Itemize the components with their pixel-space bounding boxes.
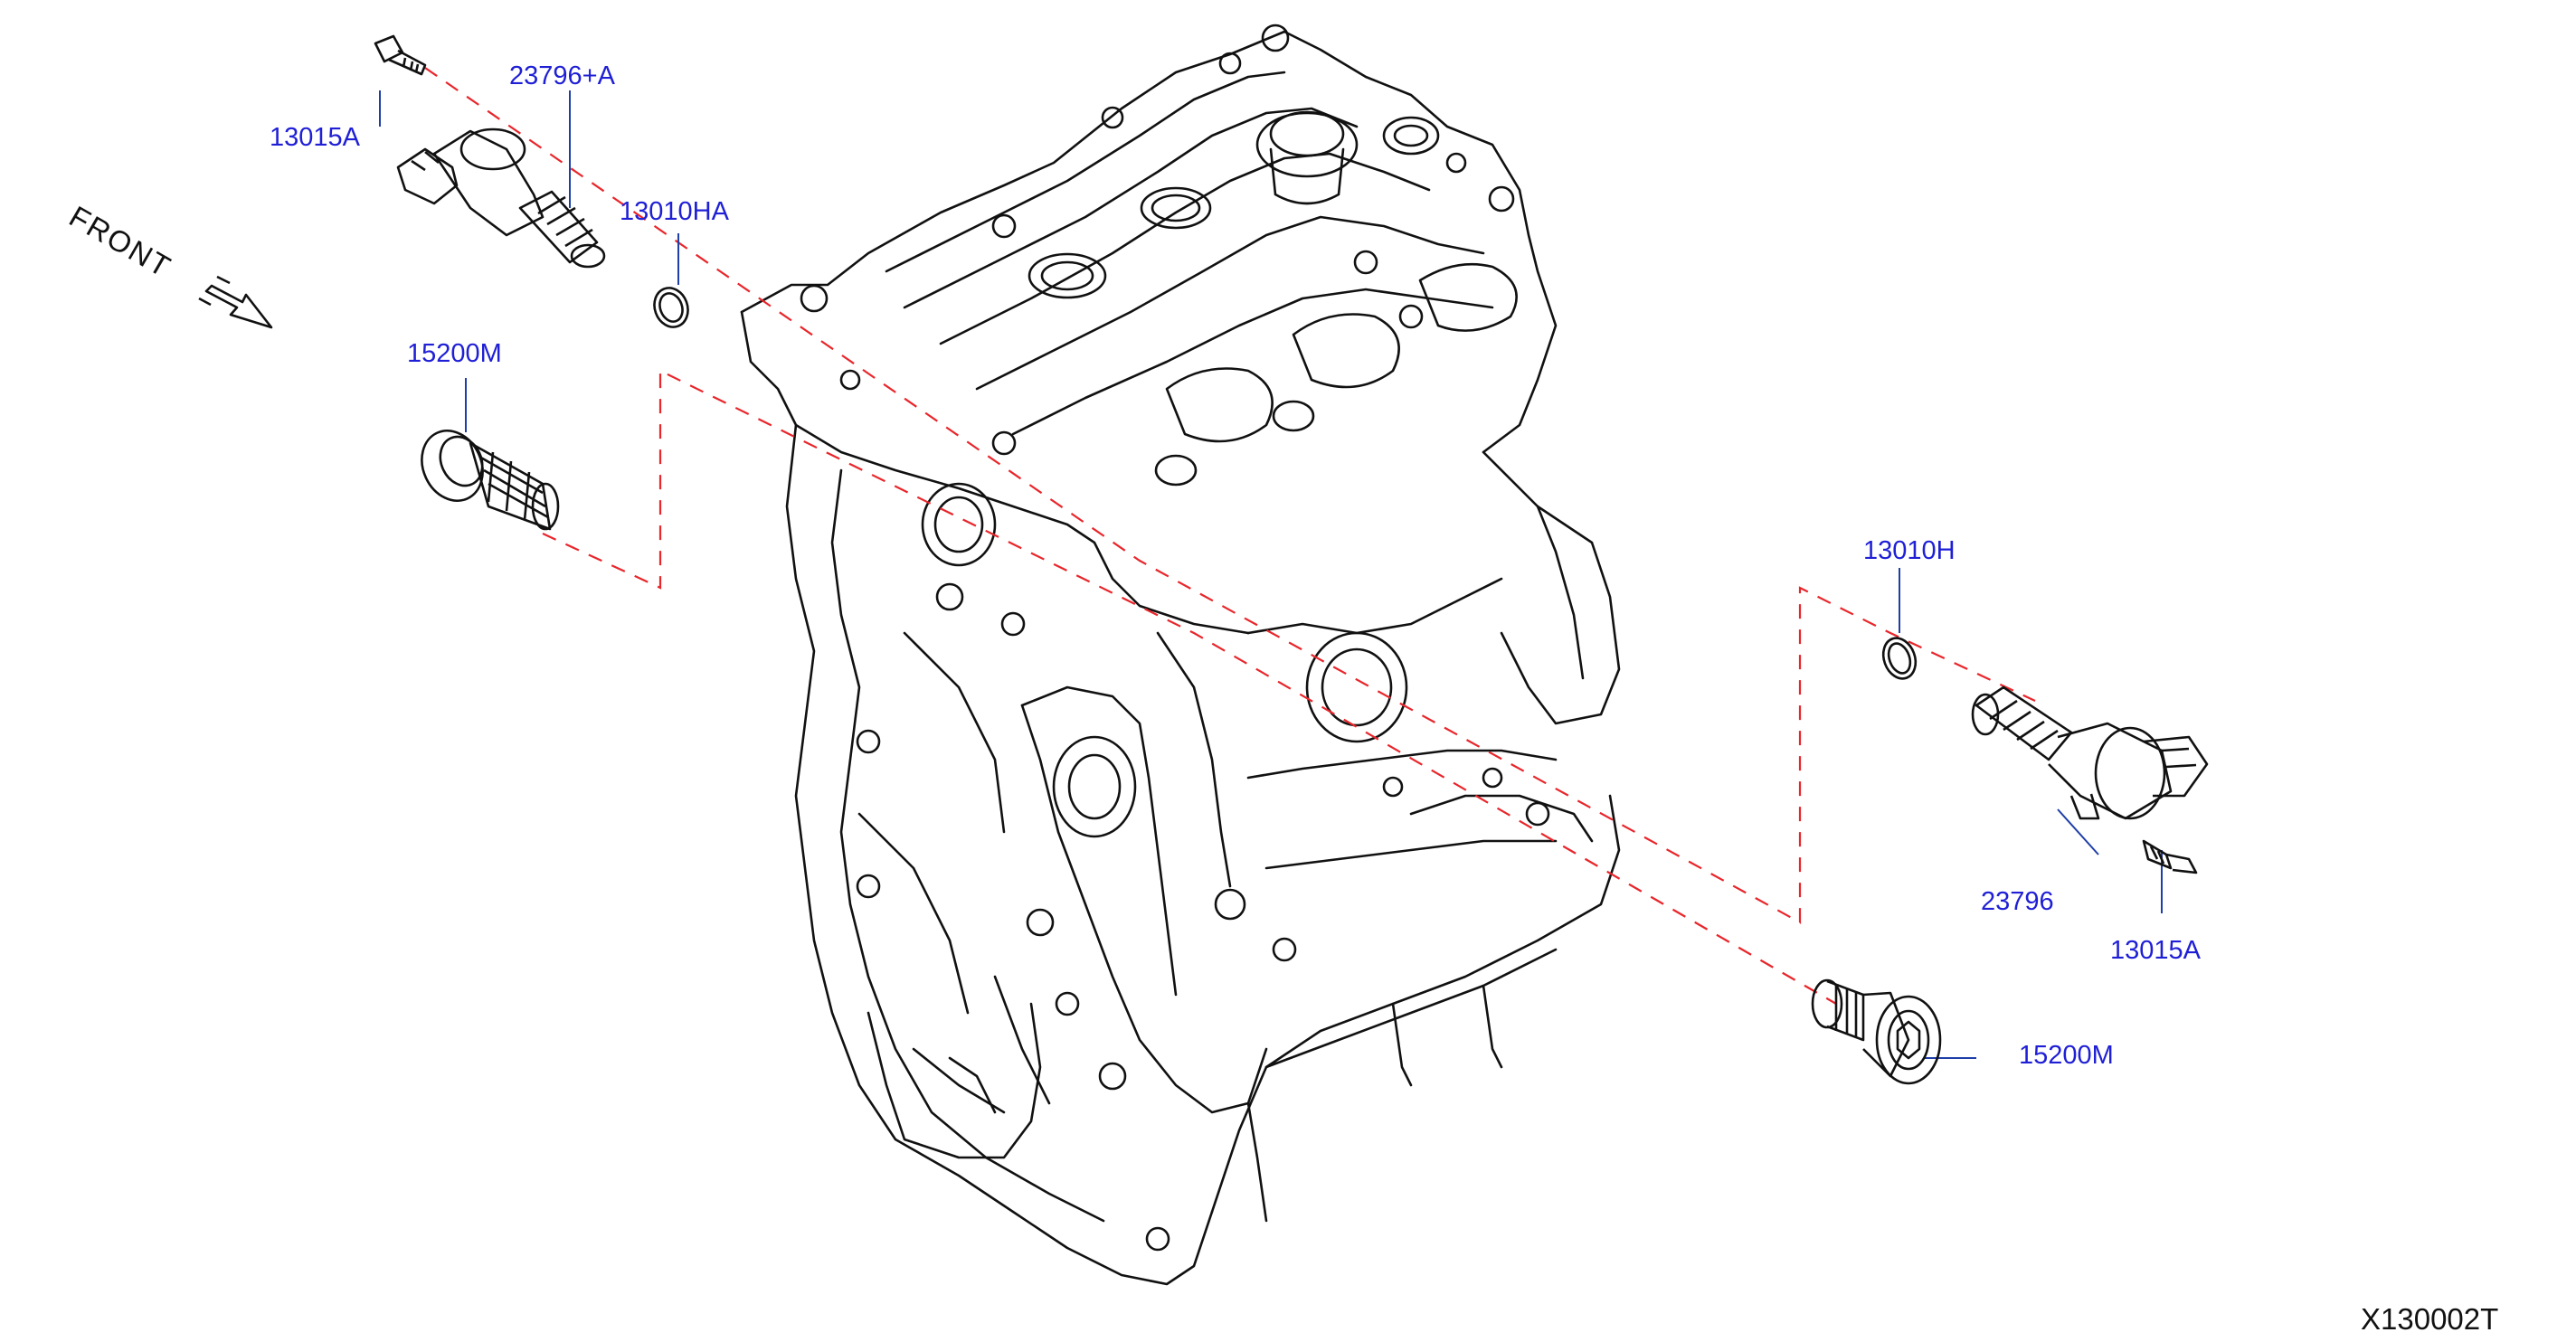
alignment-dashed-lines [424,67,2036,1005]
callout-upper-filter: 15200M [407,339,502,368]
upper-solenoid-axis [424,67,2036,924]
upper-solenoid-drawing [374,34,689,328]
lower-oring-drawing [1881,637,1918,680]
callout-upper-solenoid: 23796+A [509,61,615,90]
drawing-id: X130002T [2361,1302,2499,1336]
upper-filter-axis [542,369,1837,1005]
upper-filter-drawing [421,430,560,531]
callout-upper-oring: 13010HA [620,197,729,226]
callout-upper-bolt: 13015A [270,123,360,152]
front-arrow-icon [198,275,273,329]
callout-lower-oring: 13010H [1863,536,1956,565]
engine-block-drawing [740,24,1621,1286]
callout-lower-bolt: 13015A [2110,936,2201,965]
lower-filter-drawing [1811,978,1942,1085]
callout-lower-solenoid: 23796 [1981,887,2054,916]
lower-solenoid-drawing [1971,685,2209,874]
callout-lower-filter: 15200M [2019,1041,2114,1070]
